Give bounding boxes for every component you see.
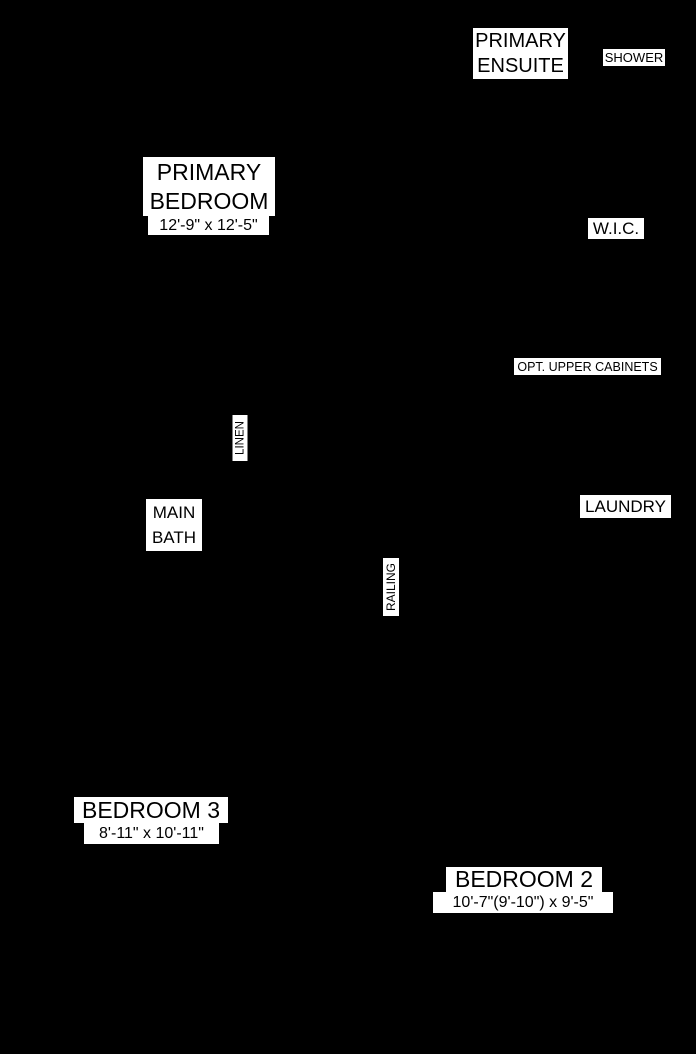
room-label-primary-ensuite: PRIMARY ENSUITE — [473, 28, 568, 79]
room-label-line: BEDROOM 3 — [81, 796, 221, 823]
room-dimensions-text: 12'-9" x 12'-5" — [159, 216, 258, 234]
room-label-line: PRIMARY — [156, 158, 262, 185]
room-label-line: W.I.C. — [592, 218, 640, 238]
room-label-line: BATH — [151, 528, 197, 547]
room-dimensions-text: 10'-7"(9'-10") x 9'-5" — [452, 893, 594, 911]
room-label-line: ENSUITE — [477, 54, 564, 77]
room-label-linen: LINEN — [232, 415, 248, 461]
room-dimensions-primary-bedroom: 12'-9" x 12'-5" — [148, 216, 269, 235]
annotation-railing: RAILING — [383, 558, 399, 616]
room-dimensions-bedroom-2: 10'-7"(9'-10") x 9'-5" — [433, 892, 613, 913]
room-label-line: LINEN — [234, 421, 246, 455]
room-label-main-bath: MAIN BATH — [146, 499, 202, 551]
room-label-laundry: LAUNDRY — [580, 495, 671, 518]
room-label-line: MAIN — [152, 503, 196, 522]
room-dimensions-bedroom-3: 8'-11" x 10'-11" — [84, 823, 219, 844]
annotation-opt-upper-cabinets: OPT. UPPER CABINETS — [514, 358, 661, 375]
room-label-wic: W.I.C. — [588, 218, 644, 239]
room-label-line: BEDROOM 2 — [454, 866, 594, 892]
room-label-primary-bedroom: PRIMARY BEDROOM — [143, 157, 275, 216]
room-label-line: BEDROOM — [149, 187, 269, 214]
room-label-bedroom-2: BEDROOM 2 — [446, 866, 602, 892]
room-label-shower: SHOWER — [603, 49, 665, 66]
room-label-line: PRIMARY — [475, 29, 566, 52]
room-label-line: SHOWER — [604, 50, 664, 65]
room-label-line: LAUNDRY — [585, 496, 666, 516]
room-dimensions-text: 8'-11" x 10'-11" — [99, 824, 204, 842]
annotation-text: RAILING — [384, 563, 398, 612]
room-label-bedroom-3: BEDROOM 3 — [74, 797, 228, 823]
annotation-text: OPT. UPPER CABINETS — [517, 359, 658, 374]
